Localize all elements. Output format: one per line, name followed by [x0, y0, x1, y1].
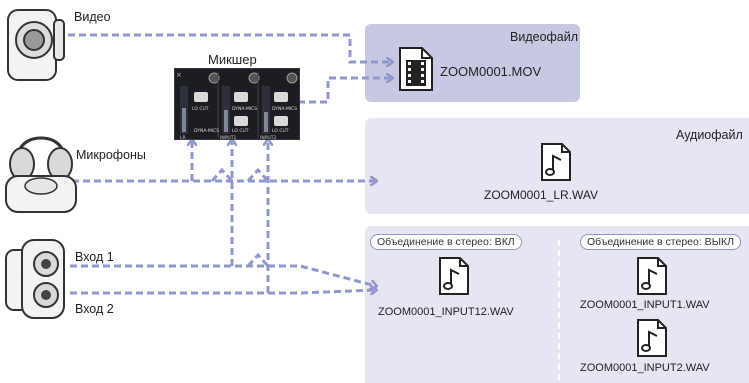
audio-file-title: Аудиофайл	[676, 128, 743, 142]
video-camera-icon	[7, 9, 65, 81]
stereo-on-file-name: ZOOM0001_INPUT12.WAV	[378, 306, 514, 318]
mixer-btn-1: DYNA-MICS	[232, 106, 257, 112]
video-file-name: ZOOM0001.MOV	[440, 64, 542, 79]
source-label-input1: Вход 1	[75, 250, 114, 264]
mixer-btn-0: LO CUT	[192, 106, 209, 112]
video-file-icon	[399, 47, 433, 91]
stereo-panel	[365, 226, 749, 383]
stereo-on-file-icon	[439, 257, 469, 295]
video-file-title: Видеофайл	[510, 30, 579, 44]
stereo-on-label: Объединение в стерео: ВКЛ	[370, 234, 522, 250]
mixer-strip-input2	[262, 72, 298, 134]
mixer-panel: × LO CUT DYNA-MICS LO CUT DYNA-MICS LO C…	[174, 68, 300, 140]
audio-file-icon	[541, 143, 571, 181]
mixer-channel-label-0: LR	[180, 135, 186, 140]
input2-arrow	[70, 290, 376, 293]
mixer-channel-label-1: INPUT1	[220, 135, 236, 140]
source-label-microphones: Микрофоны	[76, 148, 146, 162]
svg-text:×: ×	[176, 71, 182, 79]
stereo-off-label: Объединение в стерео: ВЫКЛ	[580, 234, 741, 250]
stereo-off-file2-name: ZOOM0001_INPUT2.WAV	[580, 362, 710, 374]
input1-arrow	[70, 264, 376, 286]
mixer-strip-lr	[180, 72, 220, 134]
mixer-strip-input1	[222, 72, 260, 134]
stereo-off-file1-icon	[637, 257, 667, 295]
microphones-icon	[5, 136, 77, 213]
source-label-video: Видео	[74, 10, 111, 24]
mixer-btn-3: DYNA-MICS	[272, 106, 297, 112]
mixer-to-video-arrow	[298, 78, 392, 104]
input-jacks-icon	[5, 239, 65, 319]
source-label-input2: Вход 2	[75, 302, 114, 316]
mixer-channel-label-2: INPUT2	[260, 135, 276, 140]
stereo-off-file2-icon	[637, 319, 667, 357]
mixer-title: Микшер	[208, 52, 257, 67]
video-arrow	[68, 33, 392, 62]
stereo-divider	[558, 240, 560, 380]
mixer-btn-5: DYNA-MICS	[194, 128, 219, 134]
audio-file-name: ZOOM0001_LR.WAV	[484, 188, 599, 202]
mixer-btn-2: LO CUT	[232, 128, 249, 134]
mixer-btn-4: LO CUT	[272, 128, 289, 134]
stereo-off-file1-name: ZOOM0001_INPUT1.WAV	[580, 299, 710, 311]
